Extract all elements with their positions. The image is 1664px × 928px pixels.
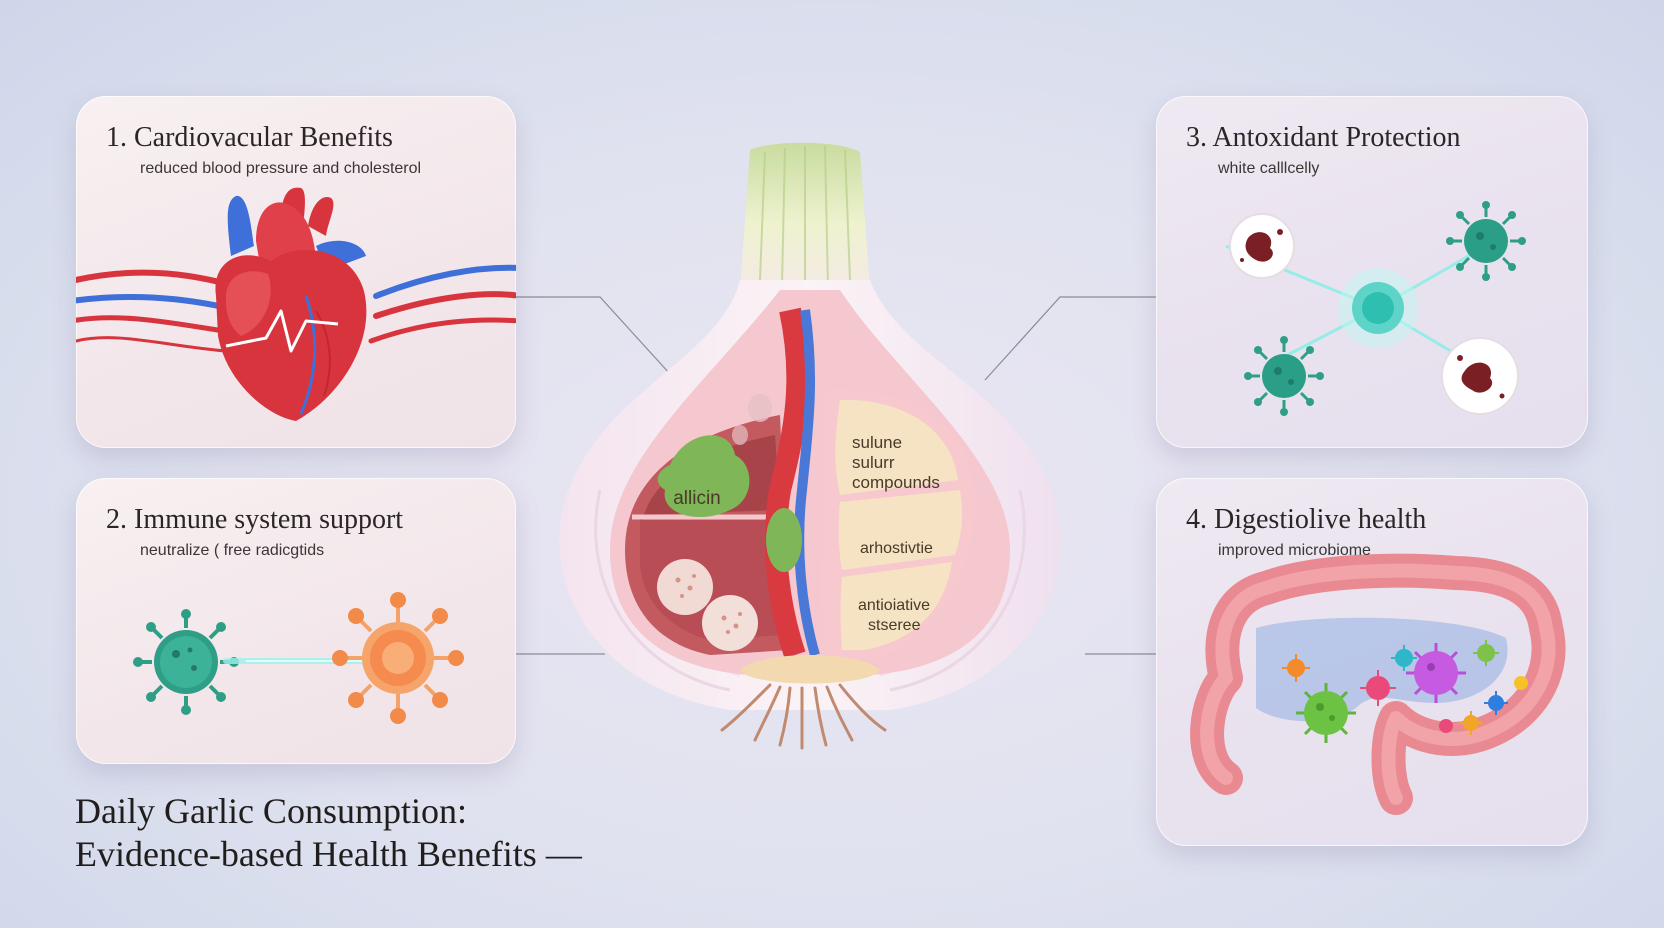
compounds-label: sulune sulurr compounds	[852, 433, 940, 492]
card-subtitle: white calllcelly	[1218, 160, 1320, 177]
card-title: 3. Antoxidant Protection	[1186, 122, 1461, 153]
immune-cell-icon	[332, 592, 464, 724]
allicin-label: allicin	[673, 488, 721, 509]
card-subtitle: improved microbiome	[1218, 542, 1371, 559]
card-subtitle: reduced blood pressure and cholesterol	[140, 160, 422, 177]
page-title: Daily Garlic Consumption: Evidence-based…	[75, 790, 582, 876]
connector-card-3	[984, 296, 1185, 381]
heart-icon	[76, 187, 516, 421]
connector-card-1	[495, 296, 681, 386]
middle-label: arhostivtie	[860, 540, 933, 557]
card-immune: 2. Immune system support neutralize ( fr…	[76, 478, 516, 764]
page-title-line-1: Daily Garlic Consumption:	[75, 791, 467, 831]
card-title: 2. Immune system support	[106, 504, 404, 535]
card-cardiovascular: 1. Cardiovacular Benefits reduced blood …	[76, 96, 516, 448]
virus-icon	[133, 609, 239, 715]
bottom-label: antioiative stseree	[858, 597, 935, 634]
card-digestive: 4. Digestiolive health improved microbio…	[1156, 478, 1588, 846]
card-title: 4. Digestiolive health	[1186, 504, 1427, 535]
card-title: 1. Cardiovacular Benefits	[106, 122, 393, 153]
card-antioxidant: 3. Antoxidant Protection white calllcell…	[1156, 96, 1588, 448]
microbe-icon	[1282, 640, 1528, 743]
immune-art	[133, 592, 464, 724]
free-radical-icon	[1229, 213, 1295, 279]
garlic-bulb-icon: allicin sulune sulurr compounds arhostiv…	[559, 142, 1061, 750]
antioxidant-art	[1225, 201, 1526, 416]
intestine-icon	[1190, 553, 1566, 815]
page-title-line-2: Evidence-based Health Benefits —	[75, 834, 582, 874]
card-subtitle: neutralize ( free radicgtids	[140, 542, 325, 559]
